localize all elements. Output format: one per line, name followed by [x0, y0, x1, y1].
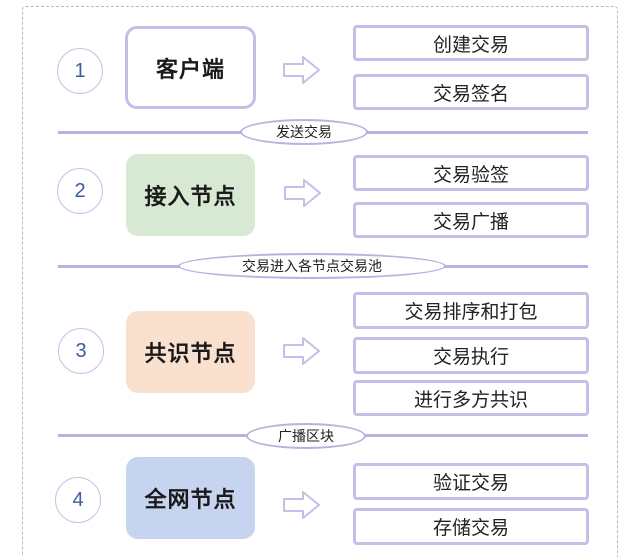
action-sign-transaction: 交易签名: [353, 74, 589, 110]
transition-label: 交易进入各节点交易池: [178, 253, 446, 279]
arrow-icon: [283, 56, 320, 84]
diagram-frame: [22, 6, 618, 557]
arrow-icon: [283, 337, 320, 365]
action-order-and-pack: 交易排序和打包: [353, 292, 589, 329]
action-multi-party-consensus: 进行多方共识: [353, 380, 589, 416]
step-2-number: 2: [57, 168, 103, 214]
action-store-transaction: 存储交易: [353, 508, 589, 545]
action-execute-transaction: 交易执行: [353, 337, 589, 374]
client-node: 客户端: [125, 26, 256, 109]
arrow-icon: [284, 179, 321, 207]
step-3-number: 3: [58, 328, 104, 374]
full-node: 全网节点: [126, 457, 255, 539]
step-1-number: 1: [57, 48, 103, 94]
step-4-number: 4: [55, 477, 101, 523]
action-verify-signature: 交易验签: [353, 155, 589, 191]
transition-label: 发送交易: [240, 119, 368, 145]
arrow-icon: [283, 491, 320, 519]
action-verify-transaction: 验证交易: [353, 463, 589, 500]
consensus-node: 共识节点: [126, 311, 255, 393]
action-create-transaction: 创建交易: [353, 25, 589, 61]
action-broadcast-transaction: 交易广播: [353, 202, 589, 238]
access-node: 接入节点: [126, 154, 255, 236]
transition-label: 广播区块: [246, 423, 366, 449]
